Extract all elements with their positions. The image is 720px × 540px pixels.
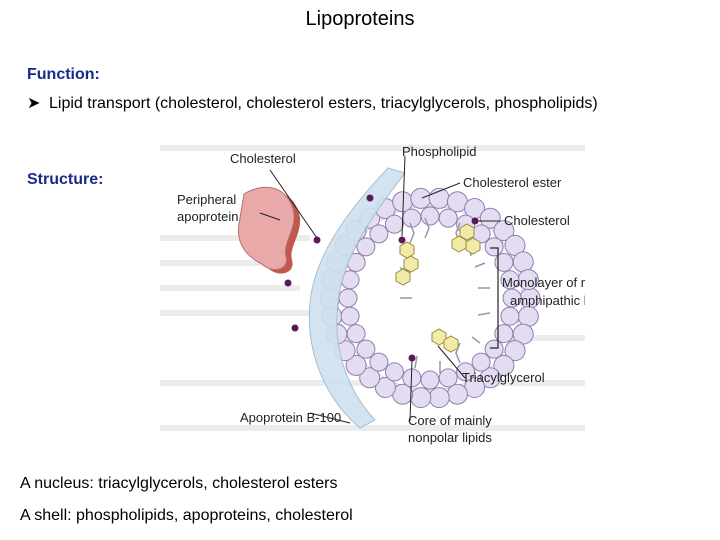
label-monolayer-2: amphipathic lipids [510, 293, 585, 308]
phospholipid-head [420, 370, 440, 390]
phospholipid-head [479, 367, 501, 389]
phospholipid-head [493, 220, 515, 242]
phospholipid-head [345, 354, 367, 376]
phospholipid-head [438, 368, 458, 388]
label-apoprotein-b100: Apoprotein B-100 [240, 410, 341, 425]
triacylglycerol-molecules [395, 223, 481, 353]
phospholipid-head [410, 187, 432, 209]
function-label: Function: [27, 66, 100, 83]
monolayer-bracket [490, 247, 499, 349]
label-core-2: nonpolar lipids [408, 430, 492, 445]
phospholipid-head [340, 306, 360, 326]
function-text: Lipid transport (cholesterol, cholestero… [49, 95, 598, 112]
label-cholesterol-right: Cholesterol [504, 213, 570, 228]
phospholipid-head [471, 352, 491, 372]
peripheral-apoprotein [237, 186, 301, 274]
label-monolayer-1: Monolayer of mainly [502, 275, 585, 290]
label-phospholipid: Phospholipid [402, 144, 476, 159]
phospholipid-head [517, 305, 539, 327]
phospholipid-head [384, 362, 404, 382]
lipoprotein-diagram: Cholesterol Phospholipid Peripheral apop… [160, 144, 585, 445]
label-cholesterol-ester: Cholesterol ester [463, 175, 562, 190]
apoprotein-b100 [308, 167, 406, 429]
shell-description: A shell: phospholipids, apoproteins, cho… [20, 507, 353, 524]
phospholipid-head [494, 324, 514, 344]
phospholipid-head [420, 206, 440, 226]
leader-lines [259, 155, 500, 424]
function-bullet: ➤ Lipid transport (cholesterol, cholester… [27, 93, 598, 113]
phospholipid-head [369, 224, 389, 244]
phospholipid-head [402, 208, 422, 228]
phospholipid-head [338, 288, 358, 308]
phospholipid-head [384, 214, 404, 234]
label-peripheral-1: Peripheral [177, 192, 236, 207]
phospholipid-head [493, 354, 515, 376]
label-triacylglycerol: Triacylglycerol [462, 370, 545, 385]
phospholipid-head [359, 367, 381, 389]
phospholipid-head [500, 270, 520, 290]
cholesterol-molecules [284, 194, 479, 362]
phospholipid-head [500, 306, 520, 326]
label-peripheral-2: apoprotein [177, 209, 238, 224]
phospholipid-head [484, 237, 504, 257]
phospholipid-head [446, 383, 468, 405]
phospholipid-head [369, 352, 389, 372]
phospholipid-head [512, 251, 534, 273]
phospholipid-head [428, 387, 450, 409]
phospholipid-head [494, 252, 514, 272]
phospholipid-head [438, 208, 458, 228]
label-cholesterol-top: Cholesterol [230, 151, 296, 166]
phospholipid-head [356, 339, 376, 359]
phospholipid-head [356, 237, 376, 257]
phospholipid-head [479, 207, 501, 229]
arrow-bullet-icon: ➤ [27, 95, 41, 112]
phospholipid-head [456, 362, 476, 382]
page-title: Lipoproteins [305, 8, 415, 30]
phospholipid-head [346, 324, 366, 344]
phospholipid-head [374, 377, 396, 398]
phospholipid-head [410, 387, 432, 409]
phospholipid-head [504, 340, 526, 362]
label-core-1: Core of mainly [408, 413, 492, 428]
structure-label: Structure: [27, 171, 104, 188]
nucleus-description: A nucleus: triacylglycerols, cholesterol… [20, 475, 338, 492]
